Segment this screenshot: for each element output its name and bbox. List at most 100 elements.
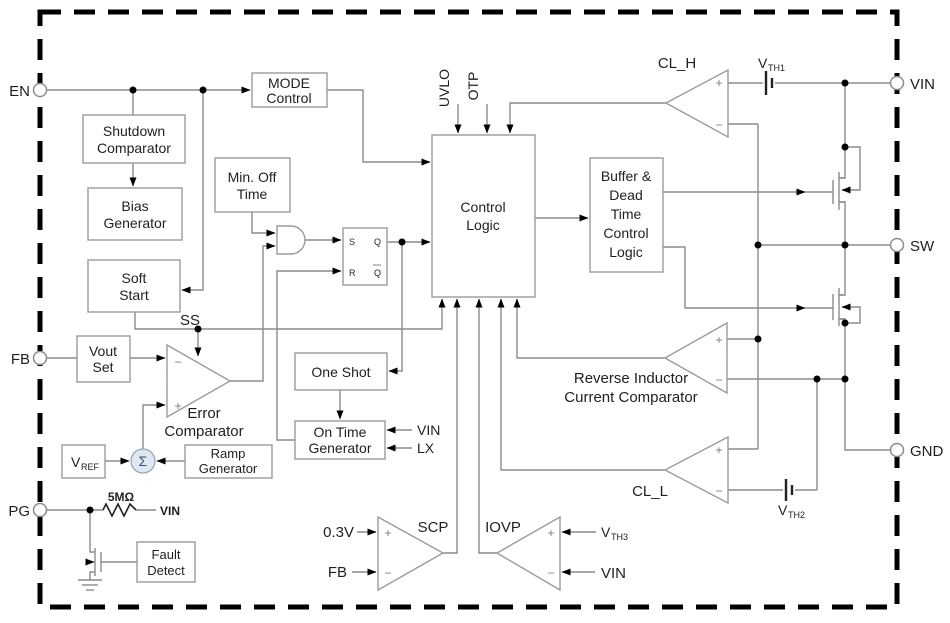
scp-label: SCP (418, 519, 449, 536)
soft-start-line1: Soft (122, 270, 147, 286)
error-minus-sign: − (174, 355, 181, 369)
buffer-line4: Control (603, 225, 648, 241)
cll-plus-sign: + (715, 443, 722, 457)
wire-mode-to-control (327, 89, 431, 166)
min-off-line2: Time (237, 186, 268, 202)
wire-minoff-to-and (251, 212, 276, 237)
wire-hs-body-loop (841, 146, 861, 194)
ramp-line2: Generator (199, 461, 258, 476)
junction-dot (86, 506, 94, 514)
ontime-lx-label: LX (417, 440, 435, 456)
clh-label: CL_H (658, 55, 696, 72)
comparator-scp: + − SCP (377, 515, 449, 592)
fault-line2: Detect (147, 563, 185, 578)
junction-dot (841, 79, 849, 87)
block-one-shot: One Shot (294, 352, 388, 391)
wire-ls-body-loop (841, 303, 861, 324)
junction-dot (841, 319, 849, 327)
comparator-iovp: + − IOVP (485, 515, 561, 592)
pin-en-circle (32, 82, 48, 98)
pin-gnd-circle (889, 442, 905, 458)
junction-dots (86, 79, 849, 514)
pins: EN FB PG VIN SW GND (8, 75, 944, 520)
wires (46, 82, 891, 580)
wire-vin-to-hs-drain (839, 83, 846, 179)
wire-ric-to-control (513, 298, 665, 359)
pin-sw-label: SW (910, 238, 935, 255)
comparator-clh: + − CL_H (658, 55, 729, 139)
control-logic-line2: Logic (466, 217, 499, 233)
block-ramp-generator: Ramp Generator (184, 444, 273, 479)
pin-vin-circle (889, 75, 905, 91)
mode-control-line2: Control (266, 90, 311, 106)
wire-en-to-softstart (181, 90, 204, 294)
junction-dot (841, 241, 849, 249)
wire-latch-q-to-oneshot (388, 242, 403, 375)
pin-pg-label: PG (8, 503, 30, 520)
vref-sub: REF (81, 462, 100, 472)
vth3-main: V (601, 524, 611, 540)
mosfet-lowside-symbol (832, 288, 845, 326)
block-soft-start: Soft Start (87, 259, 181, 313)
pin-pg-circle (32, 502, 48, 518)
block-buffer-dead-time: Buffer & Dead Time Control Logic (589, 157, 664, 273)
vth1-sub: TH1 (768, 63, 785, 73)
error-plus-sign: + (174, 399, 181, 413)
ontime-vin-label: VIN (417, 422, 440, 438)
wire-iovp-to-control (475, 298, 497, 554)
wire-ontime-to-latch-r (276, 267, 342, 441)
block-bias-generator: Bias Generator (87, 187, 183, 241)
cll-label: CL_L (632, 483, 668, 500)
buffer-line1: Buffer & (601, 168, 652, 184)
resistor-5m-label: 5MΩ (108, 490, 135, 504)
vth2-main: V (778, 502, 788, 518)
sr-latch: S Q R Q (342, 227, 388, 286)
fault-line1: Fault (152, 547, 181, 562)
pin-fb-circle (32, 350, 48, 366)
mosfet-pg-symbol (94, 548, 102, 576)
vout-set-line1: Vout (89, 343, 117, 359)
pin-vin-label: VIN (910, 76, 935, 93)
shutdown-line1: Shutdown (103, 123, 165, 139)
vth1-main: V (758, 55, 768, 71)
scp-minus-sign: − (384, 566, 391, 580)
block-mode-control: MODE Control (251, 72, 328, 108)
error-label-line2: Comparator (164, 423, 243, 440)
junction-dot (754, 241, 762, 249)
cll-minus-sign: − (715, 484, 722, 498)
mosfet-highside-symbol (832, 172, 845, 210)
ric-label-line2: Current Comparator (564, 389, 697, 406)
otp-label: OTP (465, 72, 481, 101)
vth3-sub: TH3 (611, 532, 628, 542)
on-time-line2: Generator (308, 440, 371, 456)
junction-dot (194, 325, 202, 333)
vout-set-line2: Set (92, 359, 113, 375)
junction-dot (754, 335, 762, 343)
min-off-line1: Min. Off (228, 169, 277, 185)
control-logic-line1: Control (460, 199, 505, 215)
latch-s-label: S (349, 237, 355, 247)
latch-r-label: R (349, 268, 356, 278)
pin-gnd-label: GND (910, 443, 944, 460)
block-min-off-time: Min. Off Time (214, 157, 291, 213)
ric-minus-sign: − (715, 373, 722, 387)
junction-dot (199, 86, 207, 94)
clh-plus-sign: + (715, 76, 722, 90)
sigma-summing-node: Σ (130, 448, 156, 474)
one-shot-label: One Shot (311, 364, 370, 380)
iovp-label: IOVP (485, 519, 521, 536)
block-shutdown-comparator: Shutdown Comparator (82, 114, 186, 164)
wire-ls-source-to-gnd (839, 318, 891, 451)
clh-minus-sign: − (715, 118, 722, 132)
block-vref: V REF (61, 444, 106, 479)
ramp-line1: Ramp (211, 446, 246, 461)
battery-vth2-symbol (784, 479, 794, 501)
wire-errorcomp-to-and (230, 242, 276, 382)
wire-scp-to-control (443, 298, 461, 554)
block-fault-detect: Fault Detect (136, 541, 196, 583)
pin-sw-circle (889, 237, 905, 253)
pin-fb-label: FB (11, 351, 30, 368)
wire-cll-to-control (497, 298, 665, 471)
